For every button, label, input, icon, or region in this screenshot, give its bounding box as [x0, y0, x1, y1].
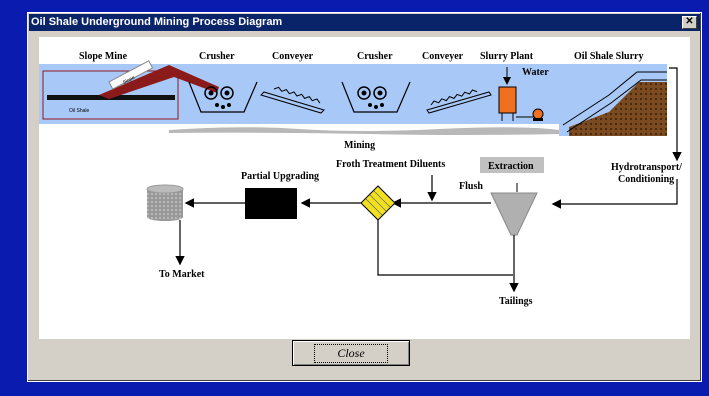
label-conveyer-2: Conveyer: [422, 51, 464, 62]
window-title: Oil Shale Underground Mining Process Dia…: [31, 16, 283, 28]
label-tailings: Tailings: [499, 296, 533, 307]
title-bar: Oil Shale Underground Mining Process Dia…: [29, 14, 700, 31]
label-slope-mine: Slope Mine: [79, 51, 128, 62]
partial-upgrading-box: [245, 188, 297, 219]
label-water: Water: [522, 67, 549, 78]
diagram-svg: Slope Mine Crusher Conveyer Crusher Conv…: [39, 51, 682, 307]
conveyer-1-illustration: [260, 86, 325, 114]
close-button-label: Close: [314, 343, 388, 363]
label-mining: Mining: [344, 140, 375, 151]
process-diagram: Slope Mine Crusher Conveyer Crusher Conv…: [39, 37, 690, 339]
slope-mine-illustration: Oil Shale Slope: [42, 60, 219, 120]
label-slurry-plant: Slurry Plant: [480, 51, 534, 62]
label-extraction: Extraction: [488, 161, 534, 172]
label-to-market: To Market: [159, 269, 205, 280]
ground-band: [169, 127, 559, 135]
label-crusher-2: Crusher: [357, 51, 393, 62]
slurry-to-hydrotransport-arrow: [669, 67, 682, 162]
dialog-window: Oil Shale Underground Mining Process Dia…: [27, 12, 702, 382]
slurry-plant-illustration: Water: [498, 67, 549, 121]
label-flush: Flush: [459, 181, 483, 192]
close-icon[interactable]: ✕: [682, 16, 697, 29]
crusher-2-illustration: [341, 81, 411, 113]
label-hydrotransport-1: Hydrotransport/: [611, 162, 682, 173]
svg-text:Oil Shale: Oil Shale: [69, 108, 90, 114]
label-hydrotransport-2: Conditioning: [618, 174, 674, 185]
label-froth-treatment: Froth Treatment Diluents: [336, 159, 445, 170]
extraction-cone: [490, 192, 538, 236]
storage-tank: [146, 184, 184, 221]
hydrotransport-to-extraction-arrow: [551, 179, 678, 209]
oil-shale-slurry-illustration: [562, 71, 667, 136]
close-button[interactable]: Close: [292, 340, 410, 366]
crusher-1-illustration: [188, 81, 258, 113]
froth-tailings-line: [377, 220, 513, 276]
label-conveyer-1: Conveyer: [272, 51, 314, 62]
extraction-box: [480, 157, 544, 173]
label-crusher-1: Crusher: [199, 51, 235, 62]
conveyer-2-illustration: [426, 89, 492, 114]
label-oil-shale-slurry: Oil Shale Slurry: [574, 51, 643, 62]
froth-treatment-diamond: [360, 185, 396, 221]
label-partial-upgrading: Partial Upgrading: [241, 171, 319, 182]
svg-text:Slope: Slope: [122, 75, 136, 86]
